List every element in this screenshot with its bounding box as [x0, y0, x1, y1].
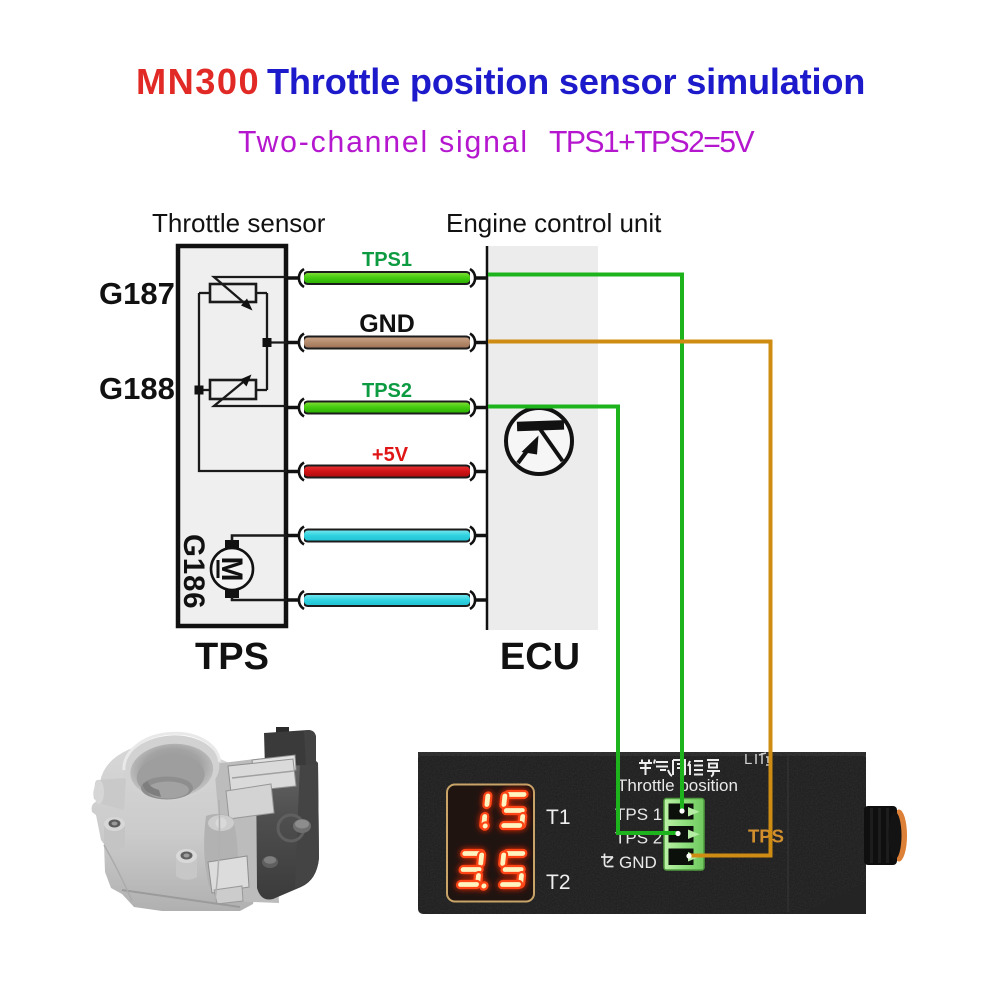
svg-text:T2: T2 [546, 871, 571, 894]
svg-text:Engine control unit: Engine control unit [446, 208, 662, 238]
svg-text:Throttle position: Throttle position [617, 776, 738, 795]
svg-text:TPS: TPS [195, 636, 269, 678]
svg-text:G188: G188 [99, 371, 175, 406]
svg-text:T1: T1 [546, 806, 571, 829]
svg-text:G187: G187 [99, 276, 175, 311]
svg-text:G186: G186 [177, 534, 210, 609]
svg-text:+5V: +5V [372, 444, 409, 466]
svg-text:L: L [744, 751, 752, 768]
svg-text:TPS 1: TPS 1 [615, 805, 662, 824]
svg-text:GND: GND [359, 310, 415, 338]
svg-text:GND: GND [619, 853, 657, 872]
svg-text:ECU: ECU [500, 636, 580, 678]
svg-text:TPS: TPS [748, 826, 784, 847]
svg-text:TPS1: TPS1 [362, 249, 412, 271]
svg-text:TPS2: TPS2 [362, 380, 412, 402]
svg-text:Throttle sensor: Throttle sensor [152, 208, 326, 238]
svg-text:M: M [215, 557, 248, 582]
